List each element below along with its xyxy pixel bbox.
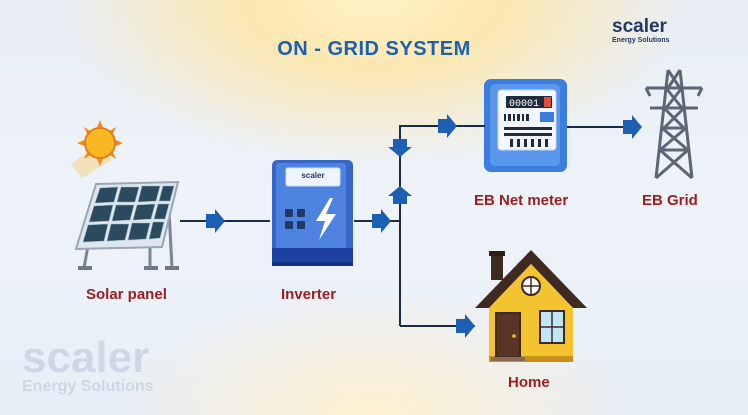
- arrow-right-icon: [438, 114, 457, 138]
- brand-name: scaler: [612, 16, 667, 37]
- arrow-down-icon: [388, 139, 412, 157]
- flow-arrows: [206, 114, 642, 338]
- power-tower-icon: [644, 69, 704, 180]
- label-inverter: Inverter: [281, 286, 337, 303]
- watermark-tagline: Energy Solutions: [22, 378, 154, 395]
- inverter-icon: [272, 160, 353, 266]
- lightning-icon: [316, 198, 336, 240]
- inverter-brand: scaler: [301, 171, 325, 180]
- net-meter-icon: [484, 79, 567, 172]
- label-solar-panel: Solar panel: [86, 286, 167, 303]
- arrow-up-icon: [388, 186, 412, 204]
- watermark-name: scaler: [22, 333, 150, 382]
- arrow-right-icon: [206, 209, 225, 233]
- sun-icon: [77, 120, 123, 166]
- arrow-right-icon: [372, 209, 391, 233]
- arrow-right-icon: [623, 115, 642, 139]
- brand-logo: scaler Energy Solutions: [612, 16, 670, 45]
- house-icon: [475, 250, 587, 362]
- label-net-meter: EB Net meter: [474, 192, 569, 209]
- brand-tagline: Energy Solutions: [612, 37, 670, 44]
- label-grid: EB Grid: [642, 192, 698, 209]
- diagram-title: ON - GRID SYSTEM: [277, 38, 471, 60]
- arrow-right-icon: [456, 314, 475, 338]
- watermark: scaler Energy Solutions: [22, 333, 154, 396]
- solar-panel-icon: [71, 120, 180, 270]
- label-home: Home: [508, 374, 550, 391]
